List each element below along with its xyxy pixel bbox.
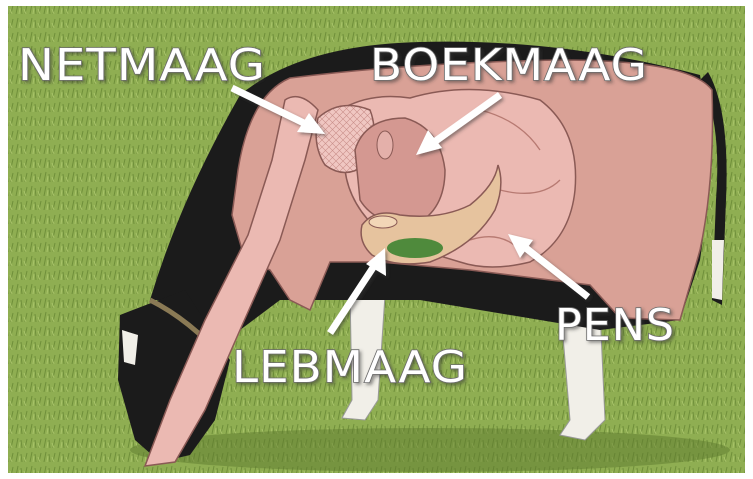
- lebmaag-content: [387, 238, 443, 258]
- label-pens: PENS: [555, 300, 675, 351]
- organ-boekmaag: [355, 118, 445, 225]
- cow-shadow: [130, 428, 730, 472]
- label-netmaag: NETMAAG: [18, 40, 266, 91]
- label-boekmaag: BOEKMAAG: [370, 40, 648, 91]
- label-lebmaag: LEBMAAG: [232, 342, 468, 393]
